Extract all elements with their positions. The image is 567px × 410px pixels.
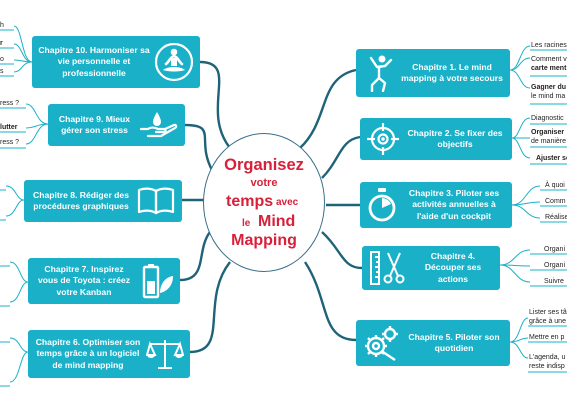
chapter-5-box[interactable]: Chapitre 5. Piloter son quotidien <box>356 320 510 366</box>
center-line-1: Organisez <box>224 156 304 174</box>
chapter-3-label: Chapitre 3. Piloter ses activités annuel… <box>408 187 500 221</box>
leaf-c1-2: Comment v <box>531 56 567 63</box>
chapter-1-box[interactable]: Chapitre 1. Le mind mapping à votre seco… <box>356 49 510 97</box>
leaf-c2-2: Organiser <box>531 129 565 136</box>
chapter-4-box[interactable]: Chapitre 4. Découper ses actions <box>362 246 500 290</box>
leaf-c10-4: s <box>0 68 4 75</box>
leaf-c5-1: Lister ses tâ <box>529 309 567 316</box>
leaf-c5-4: L'agenda, u <box>529 354 566 361</box>
chapter-3-box[interactable]: Chapitre 3. Piloter ses activités annuel… <box>360 182 512 228</box>
leaf-c9-3: ress ? <box>0 139 20 146</box>
leaf-c4-1: Organi <box>544 246 566 253</box>
leaf-c9-1: ress ? <box>0 100 20 107</box>
chapter-8-box[interactable]: Chapitre 8. Rédiger des procédures graph… <box>24 180 182 222</box>
meditation-icon <box>154 42 194 82</box>
branch-c4 <box>321 231 363 270</box>
branch-c5 <box>303 261 357 342</box>
branch-c10 <box>199 60 231 149</box>
leaf-c2-1: Diagnostic <box>531 115 564 122</box>
leaf-c5-2: grâce à une <box>529 318 566 325</box>
leaf-c1-5: le mind ma <box>531 93 566 100</box>
chapter-2-box[interactable]: Chapitre 2. Se fixer des objectifs <box>360 118 512 160</box>
leaf-c10-3: o <box>0 56 4 63</box>
leaf-c1-1: Les racines <box>531 42 567 49</box>
center-line-3b: avec <box>276 197 299 208</box>
hand-drop-icon <box>139 112 178 138</box>
gears-icon <box>365 326 398 361</box>
chapter-4-label: Chapitre 4. Découper ses actions <box>424 250 482 284</box>
leaf-c5-5: reste indisp <box>529 363 565 370</box>
ruler-scissors-icon <box>370 251 405 285</box>
chapter-1-label: Chapitre 1. Le mind mapping à votre seco… <box>401 61 503 83</box>
central-topic[interactable]: Organisez votre temps avec le Mind Mappi… <box>203 133 325 272</box>
leaf-c1-3: carte ment <box>531 65 567 72</box>
leaf-connectors <box>5 25 541 383</box>
stopwatch-icon <box>368 188 396 222</box>
chapter-6-label: Chapitre 6. Optimiser son temps grâce à … <box>35 336 141 370</box>
chapter-9-box[interactable]: Chapitre 9. Mieux gérer son stress <box>48 104 185 146</box>
chapter-8-label: Chapitre 8. Rédiger des procédures graph… <box>33 189 129 211</box>
person-icon <box>369 55 393 92</box>
branch-c6 <box>189 261 231 354</box>
target-icon <box>367 123 399 155</box>
center-line-3a: temps <box>226 193 274 210</box>
battery-leaf-icon <box>142 264 173 299</box>
leaf-c4-3: Suivre <box>544 278 564 285</box>
leaf-c4-2: Organi <box>544 262 566 269</box>
center-line-4a: le <box>242 218 251 229</box>
leaf-c5-3: Mettre en p <box>529 334 565 341</box>
chapter-9-label: Chapitre 9. Mieux gérer son stress <box>58 113 131 135</box>
open-book-icon <box>137 187 175 215</box>
leaf-c2-3: de manière <box>531 138 567 145</box>
chapter-2-label: Chapitre 2. Se fixer des objectifs <box>407 127 503 149</box>
chapter-6-box[interactable]: Chapitre 6. Optimiser son temps grâce à … <box>28 330 190 378</box>
leaf-c3-2: Comm <box>545 198 566 205</box>
chapter-5-label: Chapitre 5. Piloter son quotidien <box>408 331 500 353</box>
branch-c7 <box>179 231 211 282</box>
scales-icon <box>146 340 184 369</box>
center-line-2: votre <box>250 177 278 189</box>
leaf-c1-4: Gagner du <box>531 84 567 91</box>
center-line-5: Mapping <box>231 232 297 249</box>
chapter-7-box[interactable]: Chapitre 7. Inspirez vous de Toyota : cr… <box>28 258 180 304</box>
leaf-c10-2: r <box>0 40 3 47</box>
chapter-10-box[interactable]: Chapitre 10. Harmoniser sa vie personnel… <box>32 36 200 88</box>
chapter-10-label: Chapitre 10. Harmoniser sa vie personnel… <box>38 44 150 78</box>
leaf-c3-3: Réalise <box>545 214 567 221</box>
branch-c1 <box>299 68 357 149</box>
leaf-underlines <box>0 29 567 387</box>
chapter-7-label: Chapitre 7. Inspirez vous de Toyota : cr… <box>37 263 130 297</box>
center-line-4b: Mind <box>258 213 296 230</box>
branch-c2 <box>321 135 361 179</box>
branch-c9 <box>184 123 214 171</box>
leaf-c2-4: Ajuster so <box>536 155 567 162</box>
leaf-c10-1: h <box>0 22 4 29</box>
leaf-c9-2: lutter <box>0 124 18 131</box>
leaf-c3-1: À quoi <box>545 182 565 189</box>
main-branches <box>179 60 363 354</box>
